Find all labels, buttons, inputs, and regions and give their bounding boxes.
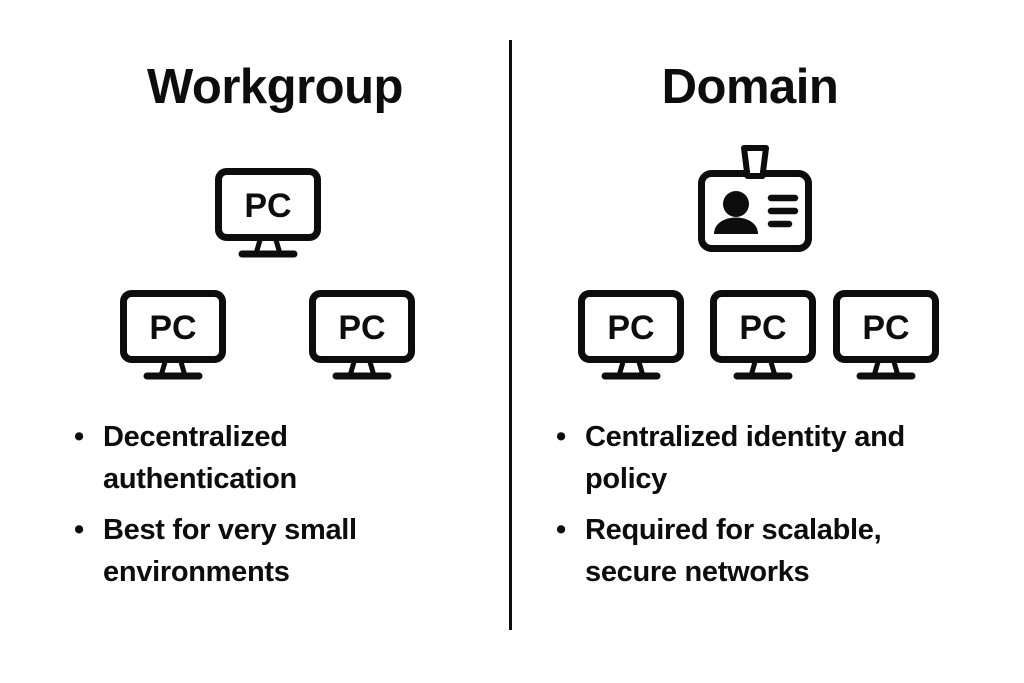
pc-label: PC bbox=[149, 309, 196, 347]
badge-text-lines bbox=[767, 194, 799, 228]
person-shoulders bbox=[714, 217, 758, 234]
badge-clip bbox=[741, 145, 769, 179]
list-item: • Decentralized authentication bbox=[68, 416, 398, 500]
bullet-text: Best for very small environments bbox=[103, 514, 357, 588]
pc-monitor-icon: PC bbox=[578, 290, 684, 380]
bullet-dot: • bbox=[74, 514, 85, 546]
id-badge-icon bbox=[698, 145, 812, 252]
list-item: • Centralized identity and policy bbox=[550, 416, 950, 500]
list-item: • Best for very small environments bbox=[68, 509, 398, 593]
person-head bbox=[723, 191, 749, 217]
pc-monitor-icon: PC bbox=[309, 290, 415, 380]
workgroup-title: Workgroup bbox=[147, 60, 403, 114]
bullet-dot: • bbox=[74, 421, 85, 453]
pc-monitor-icon: PC bbox=[215, 168, 321, 258]
list-item: • Required for scalable, secure networks bbox=[550, 509, 950, 593]
pc-monitor-icon: PC bbox=[833, 290, 939, 380]
pc-monitor-icon: PC bbox=[710, 290, 816, 380]
pc-label: PC bbox=[862, 309, 909, 347]
panel-divider-line bbox=[509, 40, 512, 630]
pc-monitor-icon: PC bbox=[120, 290, 226, 380]
bullet-dot: • bbox=[556, 514, 567, 546]
workgroup-bullet-list: • Decentralized authentication • Best fo… bbox=[68, 416, 398, 602]
pc-label: PC bbox=[739, 309, 786, 347]
bullet-dot: • bbox=[556, 421, 567, 453]
pc-label: PC bbox=[244, 187, 291, 225]
pc-label: PC bbox=[338, 309, 385, 347]
pc-label: PC bbox=[607, 309, 654, 347]
bullet-text: Centralized identity and policy bbox=[585, 421, 905, 495]
domain-title: Domain bbox=[661, 60, 839, 114]
bullet-text: Decentralized authentication bbox=[103, 421, 297, 495]
domain-bullet-list: • Centralized identity and policy • Requ… bbox=[550, 416, 950, 602]
bullet-text: Required for scalable, secure networks bbox=[585, 514, 882, 588]
